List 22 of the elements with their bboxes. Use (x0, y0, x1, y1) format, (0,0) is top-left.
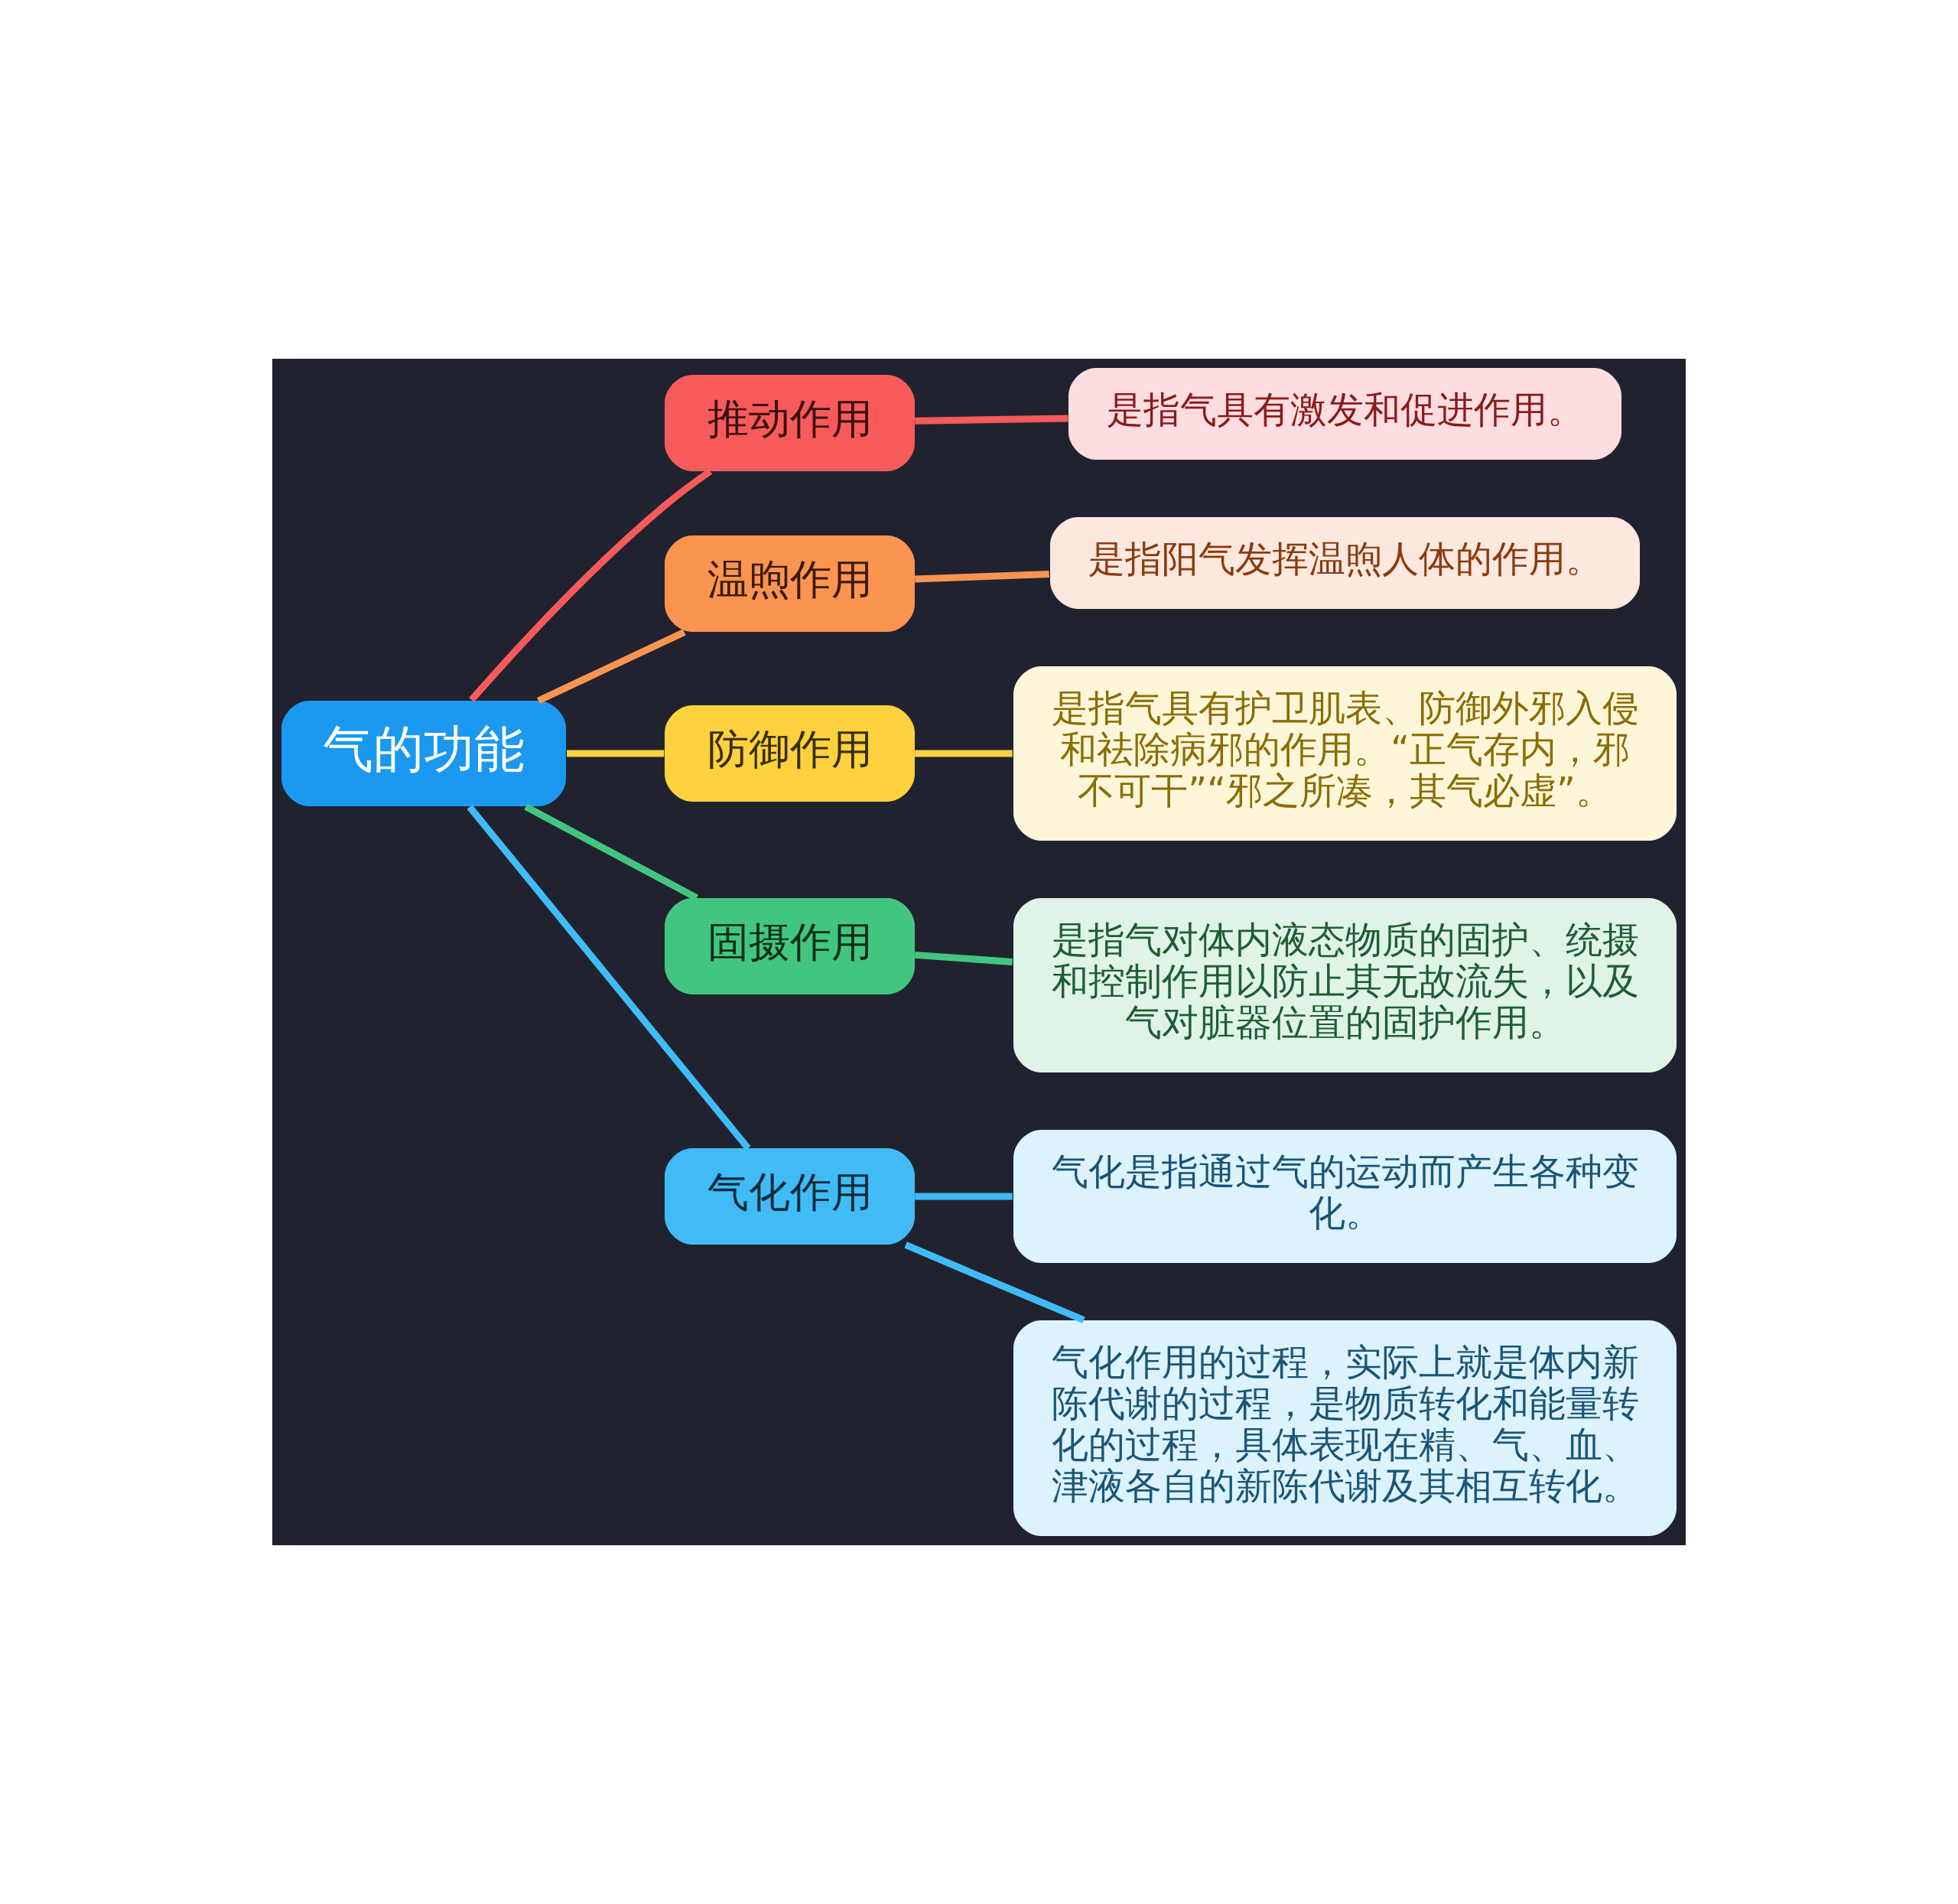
connector (524, 803, 698, 901)
node-box: 气化是指通过气的运动而产生各种变化。 (1013, 1130, 1677, 1263)
node-box: 是指气对体内液态物质的固护、统摄和控制作用以防止其无故流失，以及气对脏器位置的固护作用。 (1013, 898, 1677, 1072)
node-box: 是指气具有护卫肌表、防御外邪入侵和祛除病邪的作用。“正气存内，邪不可干”“邪之所凑，其气必虚”。 (1013, 666, 1677, 841)
node-box: 气化作用的过程，实际上就是体内新陈代谢的过程，是物质转化和能量转化的过程，具体表现在精、气、血、津液各自的新陈代谢及其相互转化。 (1013, 1320, 1677, 1536)
connector (915, 570, 1049, 583)
node-box: 推动作用 (665, 375, 915, 471)
node-box: 气的功能 (281, 701, 566, 806)
node-box: 气化作用 (665, 1148, 915, 1245)
node-box: 是指气具有激发和促进作用。 (1068, 368, 1621, 460)
connector (537, 629, 686, 705)
connector (914, 951, 1013, 965)
connector (904, 1242, 1085, 1323)
connector (915, 1193, 1013, 1200)
connector (915, 415, 1068, 425)
node-box: 固摄作用 (665, 898, 915, 994)
connector (567, 750, 665, 757)
node-box: 是指阳气发挥温煦人体的作用。 (1050, 517, 1640, 609)
node-box: 防御作用 (665, 705, 915, 802)
node-box: 温煦作用 (665, 535, 915, 632)
connector (467, 805, 751, 1151)
connector (915, 750, 1013, 757)
